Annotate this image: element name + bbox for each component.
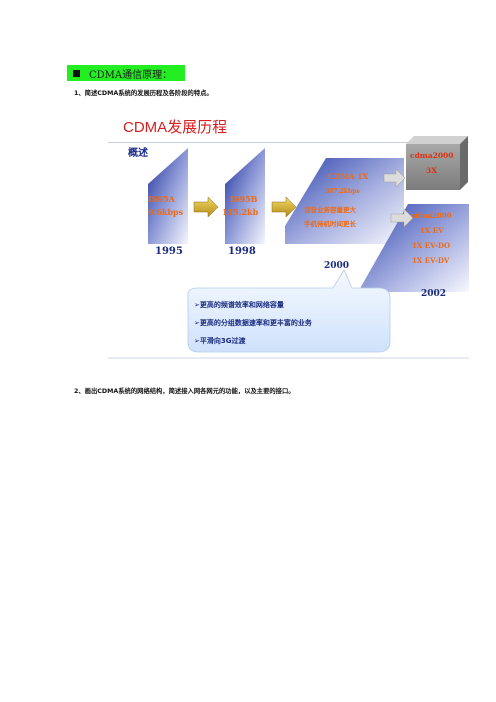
cdma2000-3x-box bbox=[406, 144, 460, 190]
stage-1998-shape bbox=[225, 148, 265, 244]
arrow-3x-icon bbox=[383, 168, 406, 188]
ev-line3: 1X EV-DO bbox=[412, 241, 451, 250]
figure-subtitle: 概述 bbox=[128, 148, 148, 159]
title-divider bbox=[108, 142, 469, 143]
year-1998: 1998 bbox=[228, 246, 256, 257]
feature-item-2: ➢更高的分组数据速率和更丰富的业务 bbox=[194, 319, 312, 327]
check-arrow-icon: ➢ bbox=[194, 301, 200, 309]
ev-line1: cdma2000 bbox=[411, 211, 452, 220]
feature-item-1: ➢更高的频谱效率和网络容量 bbox=[194, 301, 284, 309]
arrow-1-icon bbox=[193, 196, 219, 218]
ev-line2: 1X EV bbox=[420, 226, 444, 235]
stage3-line2: 307.2kbps bbox=[325, 188, 360, 195]
cdma-evolution-figure: CDMA发展历程 概述 bbox=[108, 106, 469, 359]
stage3-line3: 话音业务容量更大 bbox=[304, 206, 356, 214]
question-2: 2、画出CDMA系统的网络结构，简述接入网各网元的功能，以及主要的接口。 bbox=[74, 388, 295, 395]
stage-2000-shape bbox=[285, 158, 404, 244]
arrow-ev-icon bbox=[390, 208, 414, 228]
arrow-2-icon bbox=[271, 196, 297, 218]
year-2002: 2002 bbox=[421, 289, 447, 299]
box3x-line2: 3X bbox=[426, 166, 438, 175]
box3x-line1: cdma2000 bbox=[410, 151, 454, 160]
square-bullet-icon bbox=[73, 69, 80, 77]
stage-2002-shape bbox=[358, 204, 469, 292]
stage3-line1: CDMA 1X bbox=[328, 172, 369, 181]
stage2-line2: 115.2kb bbox=[222, 207, 259, 217]
section-heading: CDMA通信原理： bbox=[67, 65, 185, 81]
question-1: 1、简述CDMA系统的发展历程及各阶段的特点。 bbox=[74, 90, 213, 97]
figure-title: CDMA发展历程 bbox=[123, 119, 228, 136]
year-1995: 1995 bbox=[155, 246, 183, 257]
feature-item-3: ➢平滑向3G过渡 bbox=[194, 337, 246, 345]
stage1-line2: 9.6kbps bbox=[148, 207, 184, 217]
check-arrow-icon: ➢ bbox=[194, 319, 200, 327]
stage-1995-shape bbox=[148, 148, 188, 244]
stage2-line1: IS95B bbox=[230, 194, 258, 204]
ev-line4: 1X EV-DV bbox=[412, 256, 450, 265]
year-2000: 2000 bbox=[324, 261, 350, 271]
stage3-line4: 手机待机时间更长 bbox=[304, 220, 356, 228]
section-heading-text: CDMA通信原理： bbox=[89, 69, 173, 81]
check-arrow-icon: ➢ bbox=[194, 337, 200, 345]
evolution-diagram bbox=[108, 136, 469, 359]
features-callout bbox=[187, 269, 391, 353]
stage1-line1: IS95A bbox=[148, 194, 175, 204]
